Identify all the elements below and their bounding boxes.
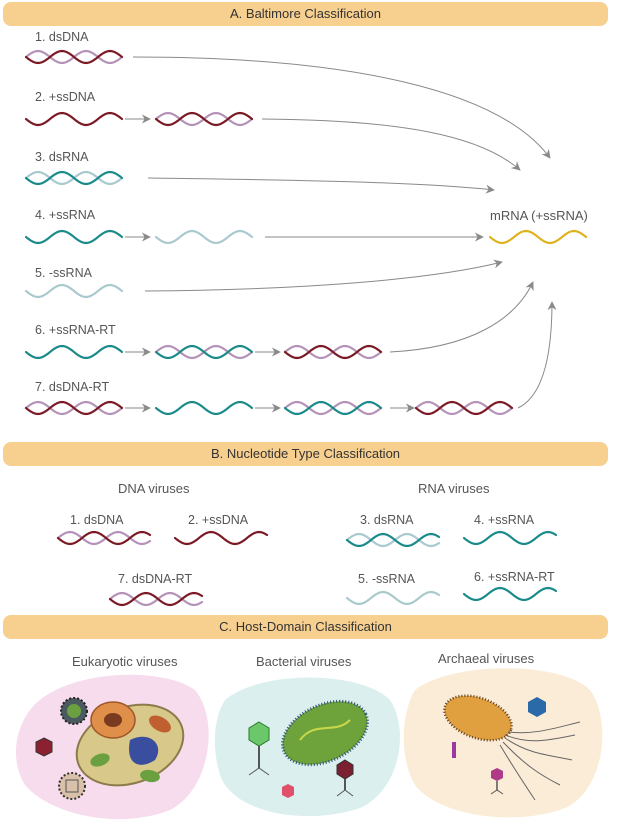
b-label-dsrna: 3. dsRNA	[360, 513, 414, 527]
strand-mrna	[488, 229, 588, 245]
archaea-virus-rod-icon	[452, 742, 456, 758]
strand-4-ssrna	[24, 229, 124, 245]
section-c-banner: C. Host-Domain Classification	[3, 615, 608, 639]
mrna-label: mRNA (+ssRNA)	[490, 208, 588, 223]
b-label-dsdna-rt: 7. dsDNA-RT	[118, 572, 193, 586]
bacterium-icon	[281, 699, 369, 767]
strand-2-dsdna	[154, 111, 254, 127]
phage-red-icon	[336, 759, 354, 797]
arrow-7-to-mrna	[517, 301, 557, 409]
archaeal-label: Archaeal viruses	[438, 651, 535, 666]
rna-viruses-header: RNA viruses	[418, 481, 490, 496]
strand-7-dsdna-end	[414, 400, 514, 416]
b-label-ssrna-rt: 6. +ssRNA-RT	[474, 570, 555, 584]
strand-group	[24, 49, 588, 607]
section-a-banner: A. Baltimore Classification	[3, 2, 608, 26]
eukaryotic-cell-icon	[75, 701, 185, 787]
euk-virus-1-icon	[60, 697, 88, 725]
strand-2-ssdna	[24, 111, 124, 127]
strand-6-dsdna	[283, 344, 383, 360]
flow-arrows	[125, 56, 557, 413]
row-label-ssrna-plus: 4. +ssRNA	[35, 208, 96, 222]
b-strand-ssrna-plus	[462, 530, 558, 546]
b-strand-ssrna-rt	[462, 586, 558, 602]
b-strand-ssdna	[173, 530, 269, 546]
phage-green-icon	[248, 721, 270, 776]
strand-6-ssrna	[24, 344, 124, 360]
arrow-5-to-mrna	[144, 259, 503, 292]
row-label-dsrna: 3. dsRNA	[35, 150, 89, 164]
archaeal-blob	[403, 668, 603, 818]
euk-virus-3-icon	[58, 772, 86, 800]
b-label-ssrna-minus: 5. -ssRNA	[358, 572, 415, 586]
archaea-virus-phage-icon	[490, 768, 504, 795]
archaea-virus-blue-icon	[528, 697, 546, 717]
b-label-dsdna: 1. dsDNA	[70, 513, 124, 527]
eukaryotic-label: Eukaryotic viruses	[72, 654, 178, 669]
arrow-2-to-mrna	[261, 118, 521, 171]
strand-1-dsdna	[24, 49, 124, 65]
strand-7-ssrna	[154, 400, 254, 416]
strand-7-hybrid	[283, 400, 383, 416]
euk-virus-2-icon	[35, 737, 53, 757]
arrow-6-to-mrna	[389, 281, 534, 353]
b-strand-dsrna	[345, 532, 441, 548]
strand-5-ssrna	[24, 283, 124, 299]
dna-viruses-header: DNA viruses	[118, 481, 190, 496]
section-b-banner: B. Nucleotide Type Classification	[3, 442, 608, 466]
arrow-3-to-mrna	[147, 177, 495, 194]
b-strand-ssrna-minus	[345, 590, 441, 606]
archaeon-icon	[443, 694, 581, 801]
b-label-ssdna: 2. +ssDNA	[188, 513, 249, 527]
strand-7-dsdna	[24, 400, 124, 416]
pink-hexagon-icon	[282, 784, 294, 798]
arrow-1-to-mrna	[132, 56, 551, 159]
row-label-ssrna-rt: 6. +ssRNA-RT	[35, 323, 116, 337]
strand-6-hybrid	[154, 344, 254, 360]
row-label-ssdna: 2. +ssDNA	[35, 90, 96, 104]
bacterial-label: Bacterial viruses	[256, 654, 352, 669]
row-label-ssrna-minus: 5. -ssRNA	[35, 266, 92, 280]
strand-4-minus	[154, 229, 254, 245]
strand-3-dsrna	[24, 170, 124, 186]
b-strand-dsdna	[56, 530, 152, 546]
row-label-dsdna-rt: 7. dsDNA-RT	[35, 380, 110, 394]
row-label-dsdna: 1. dsDNA	[35, 30, 89, 44]
b-strand-dsdna-rt	[108, 591, 204, 607]
b-label-ssrna-plus: 4. +ssRNA	[474, 513, 535, 527]
